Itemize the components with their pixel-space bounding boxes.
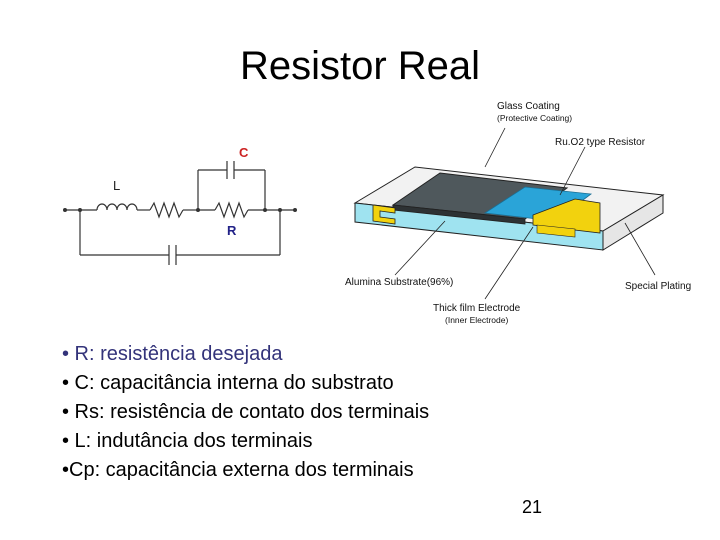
left-electrode bbox=[372, 204, 396, 225]
resistor-r-symbol bbox=[214, 201, 249, 219]
bullet-item: • C: capacitância interna do substrato bbox=[62, 372, 394, 394]
bullet-item: • Rs: resistência de contato dos termina… bbox=[62, 401, 430, 423]
bullet-item: •Cp: capacitância externa dos terminais bbox=[62, 459, 414, 481]
resistor-figure: C L R bbox=[55, 95, 715, 335]
equivalent-circuit bbox=[65, 161, 295, 265]
label-special-plating: Special Plating bbox=[625, 281, 691, 292]
label-r: R bbox=[227, 223, 237, 238]
chip-resistor-drawing bbox=[353, 166, 665, 251]
label-ruo2: Ru.O2 type Resistor bbox=[555, 137, 646, 148]
figure-svg: C L R bbox=[63, 101, 691, 325]
leader-lines bbox=[394, 127, 656, 300]
resistor-rs-symbol bbox=[149, 201, 184, 219]
bullet-item: • R: resistência desejada bbox=[62, 343, 283, 365]
label-glass-coating-sub: (Protective Coating) bbox=[497, 113, 572, 123]
page-number: 21 bbox=[522, 497, 543, 517]
label-glass-coating: Glass Coating bbox=[497, 101, 560, 112]
label-l: L bbox=[113, 178, 120, 193]
slide-title: Resistor Real bbox=[239, 44, 481, 88]
label-thick-film: Thick film Electrode bbox=[433, 303, 521, 314]
inductor-symbol bbox=[96, 203, 138, 211]
circuit-terminals bbox=[63, 208, 297, 212]
label-alumina: Alumina Substrate(96%) bbox=[345, 277, 453, 288]
bullet-list: • R: resistência desejada • C: capacitân… bbox=[62, 340, 429, 485]
label-c: C bbox=[239, 145, 249, 160]
label-thick-film-sub: (Inner Electrode) bbox=[445, 315, 508, 325]
right-electrode bbox=[532, 198, 601, 234]
bullet-item: • L: indutância dos terminais bbox=[62, 430, 313, 452]
